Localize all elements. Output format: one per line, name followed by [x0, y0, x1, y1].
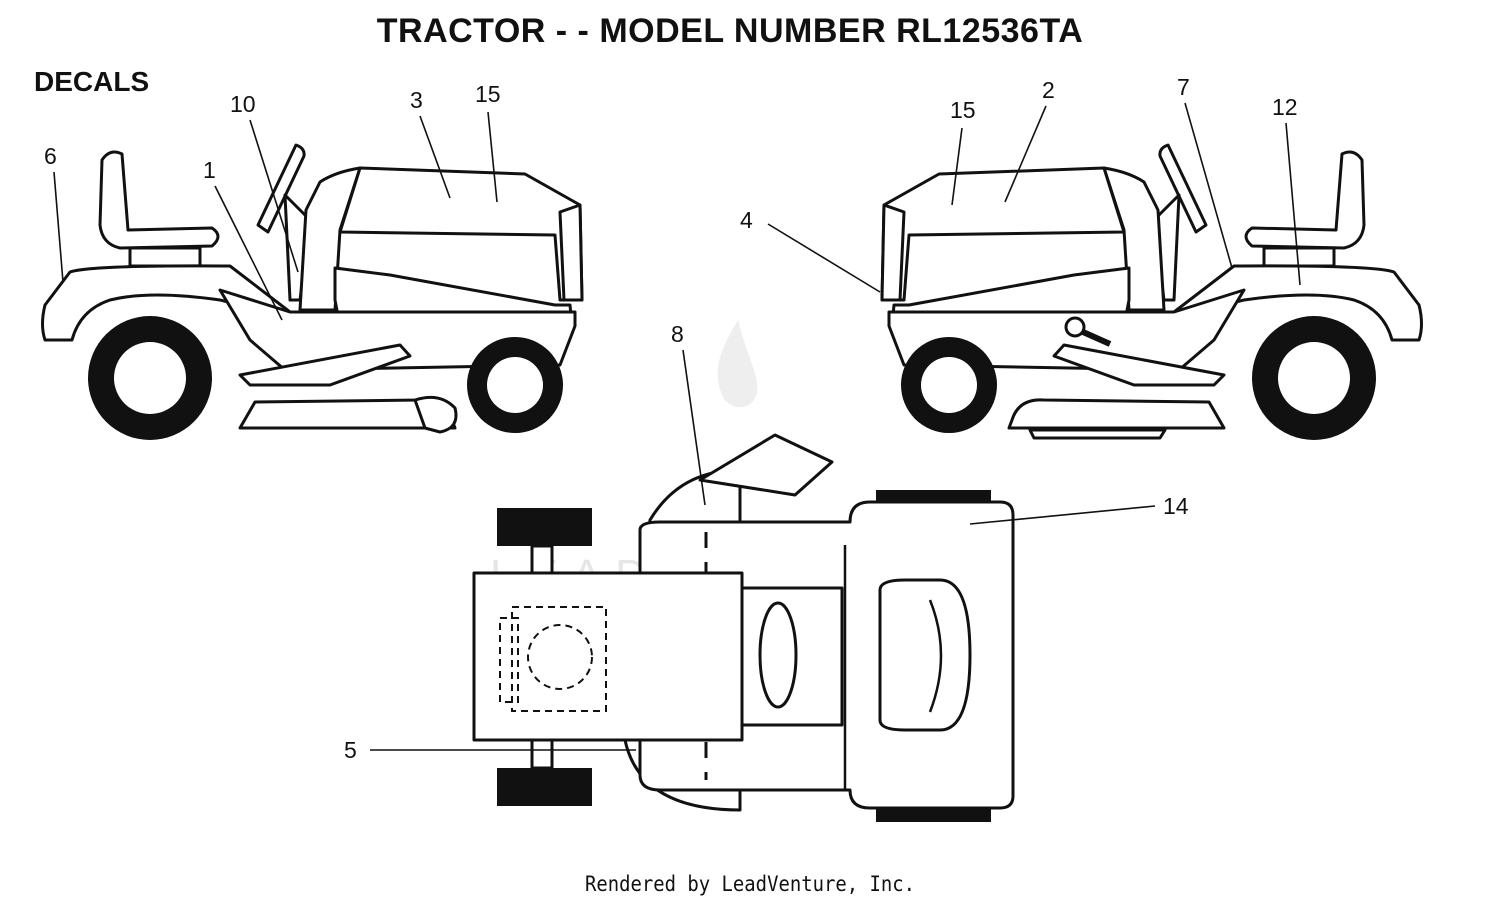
discharge-chute — [698, 433, 834, 497]
front-hub-left — [487, 357, 543, 413]
leader-2 — [1004, 105, 1047, 203]
rear-fender — [41, 264, 292, 342]
air-filter-outline — [527, 624, 593, 690]
leader-15-left — [487, 111, 498, 203]
leader-15-right — [951, 127, 963, 206]
seat — [98, 150, 220, 250]
callouts-left: 6 1 10 3 15 — [44, 81, 501, 321]
callout-5: 5 — [344, 737, 357, 763]
leader-3 — [419, 115, 451, 199]
leader-10 — [249, 119, 299, 273]
callout-6: 6 — [44, 143, 57, 169]
callout-3: 3 — [410, 87, 423, 113]
deck-chute — [413, 395, 458, 434]
grille — [880, 203, 906, 302]
section-label: DECALS — [34, 66, 150, 97]
lift-lever-knob — [1064, 316, 1086, 338]
leader-6 — [53, 171, 64, 283]
callout-14: 14 — [1163, 493, 1189, 519]
leader-14 — [969, 505, 1156, 525]
engine-outline-inner — [499, 617, 519, 703]
callout-15-right: 15 — [950, 97, 976, 123]
leader-7 — [1184, 102, 1233, 269]
leader-1 — [214, 185, 283, 321]
diagram-title: TRACTOR - - MODEL NUMBER RL12536TA — [376, 12, 1084, 50]
callouts-right: 4 15 2 7 12 — [740, 74, 1301, 293]
tractor-left-view — [41, 143, 584, 440]
watermark-flame-icon — [717, 320, 758, 408]
seat-post — [1262, 246, 1336, 268]
tractor-right-view — [880, 143, 1423, 440]
seat-post — [128, 246, 202, 268]
callout-12: 12 — [1272, 94, 1298, 120]
axle-stub-top — [530, 544, 554, 576]
lift-lever — [1081, 329, 1112, 347]
footrest — [238, 343, 412, 387]
seat-back-curve — [928, 599, 943, 713]
dash-tower — [1102, 166, 1166, 312]
callout-7: 7 — [1177, 74, 1190, 100]
footer-credit: Rendered by LeadVenture, Inc. — [585, 872, 915, 896]
front-hub-right — [921, 357, 977, 413]
axle-stub-bottom — [530, 736, 554, 770]
callout-4: 4 — [740, 207, 753, 233]
leader-12 — [1285, 122, 1301, 286]
rear-fender — [1172, 264, 1423, 342]
engine-outline — [511, 606, 607, 712]
callouts-top: 8 14 5 — [344, 321, 1189, 763]
callout-2: 2 — [1042, 77, 1055, 103]
front-wheel-bottom — [497, 768, 592, 806]
leader-8 — [682, 349, 706, 506]
hood-top — [472, 571, 744, 742]
dash-tower — [298, 166, 362, 312]
grille — [558, 203, 584, 302]
steering-wheel — [256, 143, 306, 234]
callout-1: 1 — [203, 157, 216, 183]
steering-wheel-top — [758, 601, 798, 709]
callout-10: 10 — [230, 91, 256, 117]
rear-tire-bottom — [876, 808, 991, 822]
callout-15-left: 15 — [475, 81, 501, 107]
deck-skirt — [1028, 428, 1167, 440]
mower-deck — [1007, 398, 1226, 430]
tractor-top-view — [472, 433, 1015, 822]
front-wheel-top — [497, 508, 592, 546]
rear-hub-left — [114, 342, 186, 414]
footrest — [1052, 343, 1226, 387]
rear-hub-right — [1278, 342, 1350, 414]
steering-wheel — [1158, 143, 1208, 234]
seat-top — [878, 578, 972, 732]
callout-8: 8 — [671, 321, 684, 347]
leader-4 — [767, 223, 881, 293]
seat — [1244, 150, 1366, 250]
